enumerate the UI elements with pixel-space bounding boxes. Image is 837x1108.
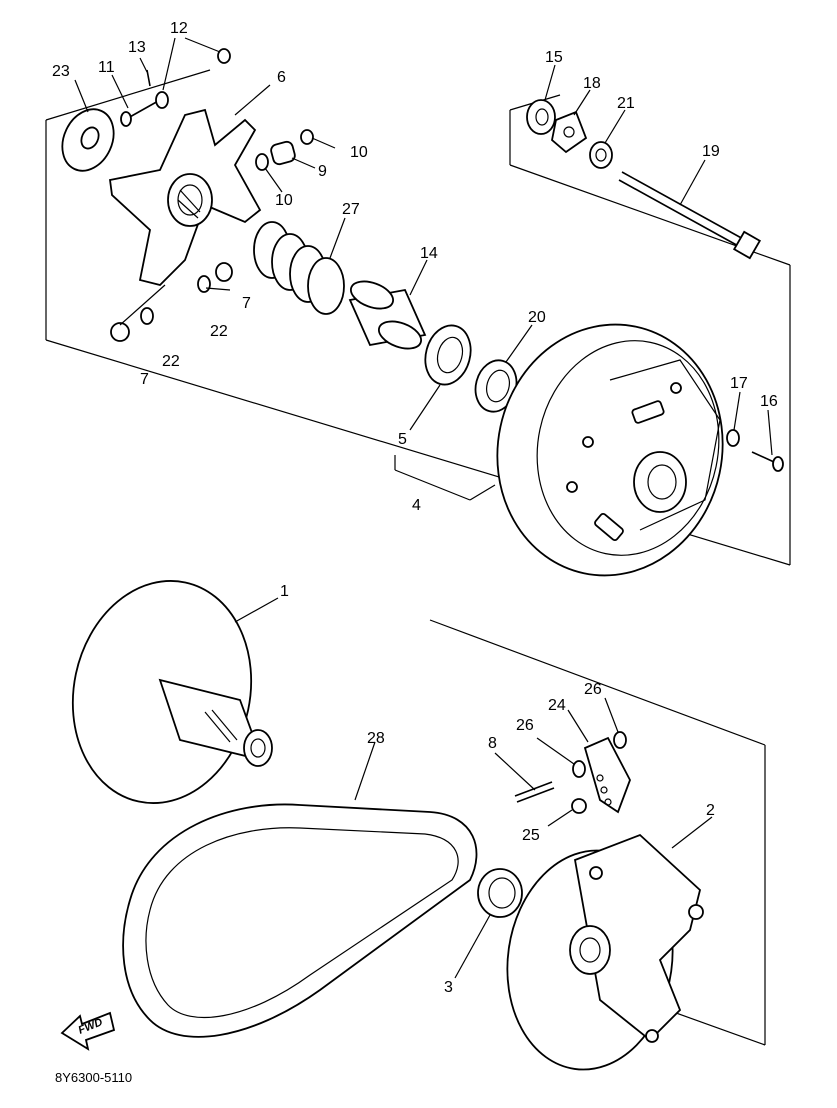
callout-15: 15 — [545, 49, 563, 66]
callout-22-upper: 22 — [210, 323, 228, 340]
callout-12: 12 — [170, 20, 188, 37]
fwd-arrow-icon: FWD — [60, 1011, 116, 1051]
part-27-spring — [253, 221, 345, 315]
callout-10-upper: 10 — [350, 144, 368, 161]
part-25-pin — [571, 798, 587, 814]
callout-11: 11 — [98, 59, 115, 76]
callout-9: 9 — [318, 163, 327, 180]
part-28-belt — [122, 803, 478, 1038]
callout-16: 16 — [760, 393, 778, 410]
callout-8: 8 — [488, 735, 497, 752]
part-6-spider-arm — [108, 108, 262, 286]
part-15-clip — [526, 99, 556, 135]
part-26-washer-a — [572, 760, 586, 778]
part-13-pin — [146, 69, 151, 87]
callout-4: 4 — [412, 497, 421, 514]
callout-5: 5 — [398, 431, 407, 448]
callout-13: 13 — [128, 39, 146, 56]
part-8-shaft — [514, 781, 555, 803]
callout-23: 23 — [52, 63, 70, 80]
part-21-washer — [589, 141, 613, 169]
part-5-bearing — [424, 324, 472, 386]
part-17-washer — [726, 429, 740, 447]
callout-7-upper: 7 — [242, 295, 251, 312]
part-23-washer — [61, 108, 115, 172]
leader-lines — [74, 37, 773, 979]
part-12-nut — [155, 48, 231, 109]
callout-21: 21 — [617, 95, 635, 112]
callout-2: 2 — [706, 802, 715, 819]
callout-6: 6 — [277, 69, 286, 86]
callout-24: 24 — [548, 697, 566, 714]
callout-20: 20 — [528, 309, 546, 326]
callout-labels: 23 11 13 12 6 10 9 10 27 14 20 5 4 17 16… — [52, 20, 778, 996]
part-4-movable-sheave — [496, 323, 724, 577]
callout-3: 3 — [444, 979, 453, 996]
callout-22-lower: 22 — [162, 353, 180, 370]
part-7-roller-a — [215, 262, 233, 282]
part-2-moveable-sheave — [506, 833, 704, 1071]
callout-26-left: 26 — [516, 717, 534, 734]
part-19-long-bolt — [618, 171, 762, 260]
callout-18: 18 — [583, 75, 601, 92]
part-20-bushing — [474, 359, 518, 413]
callout-14: 14 — [420, 245, 438, 262]
callout-26-right: 26 — [584, 681, 602, 698]
callout-28: 28 — [367, 730, 385, 747]
part-9-bushing — [270, 140, 296, 166]
part-22-washer-a — [197, 275, 211, 293]
callout-25: 25 — [522, 827, 540, 844]
callout-19: 19 — [702, 143, 720, 160]
diagram-caption: 8Y6300-5110 — [55, 1070, 132, 1085]
part-7-roller-b — [110, 322, 130, 342]
part-3-bushing — [477, 868, 523, 918]
part-11-bolt — [120, 99, 161, 127]
part-1-fixed-sheave — [71, 580, 273, 804]
callout-17: 17 — [730, 375, 748, 392]
callout-1: 1 — [280, 583, 289, 600]
part-18-plate — [551, 110, 588, 154]
part-26-washer-b — [613, 731, 627, 749]
part-24-weight-lever — [583, 736, 631, 814]
part-10-washer-b — [300, 129, 314, 145]
callout-27: 27 — [342, 201, 360, 218]
part-16-bolt — [751, 451, 784, 472]
part-22-washer-b — [140, 307, 154, 325]
part-10-washer-a — [255, 153, 269, 171]
callout-7-lower: 7 — [140, 371, 149, 388]
part-14-sleeve — [348, 280, 427, 350]
callout-10-lower: 10 — [275, 192, 293, 209]
